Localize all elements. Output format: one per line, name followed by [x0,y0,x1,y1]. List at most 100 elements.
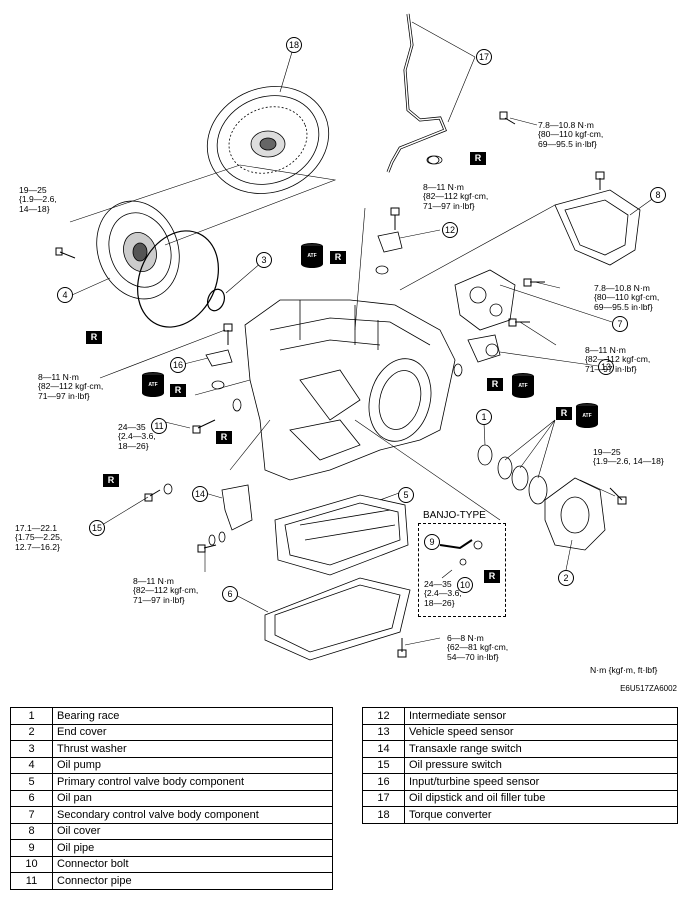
exploded-view-diagram [55,13,656,661]
image-code: E6U517ZA6002 [620,684,677,693]
replace-mark: R [86,331,102,344]
part-name: Connector bolt [52,855,333,873]
part-name: Torque converter [404,806,678,824]
replace-mark: R [470,152,486,165]
torque-spec-turbine-sensor: 8—11 N·m {82—112 kgf·cm, 71—97 in·lbf} [38,372,104,401]
oil-cover-drawing [554,189,641,266]
part-number: 12 [362,707,405,725]
callout-18: 18 [286,37,302,53]
part-name: Oil pan [52,789,333,807]
torque-spec-oil-pump: 19—25 {1.9—2.6, 14—18} [19,185,57,214]
part-number: 18 [362,806,405,824]
part-name: Connector pipe [52,872,333,890]
torque-spec-secondary-valve-body: 7.8—10.8 N·m {80—110 kgf·cm, 69—95.5 in·… [594,283,660,312]
part-number: 14 [362,740,405,758]
oil-pump-drawing [96,200,180,300]
part-name: Oil dipstick and oil filler tube [404,789,678,807]
part-name: Bearing race [52,707,333,725]
torque-spec-vehicle-speed-sensor: 8—11 N·m {82—112 kgf·cm, 71—97 in·lbf} [585,345,651,374]
part-name: Transaxle range switch [404,740,678,758]
part-number: 1 [10,707,53,725]
part-number: 10 [10,855,53,873]
callout-6: 6 [222,586,238,602]
torque-spec-end-cover: 19—25 {1.9—2.6, 14—18} [593,447,664,467]
primary-valve-body-drawing [274,494,409,576]
callout-7: 7 [612,316,628,332]
part-name: Input/turbine speed sensor [404,773,678,791]
part-number: 13 [362,723,405,741]
atf-fluid-icon: ATF [512,373,534,399]
replace-mark: R [330,251,346,264]
part-name: Thrust washer [52,740,333,758]
callout-11: 11 [151,418,167,434]
callout-5: 5 [398,487,414,503]
part-number: 4 [10,756,53,774]
part-number: 9 [10,839,53,857]
part-name: Intermediate sensor [404,707,678,725]
callout-15: 15 [89,520,105,536]
torque-spec-oil-pan: 6—8 N·m {62—81 kgf·cm, 54—70 in·lbf} [447,633,509,662]
units-note: N·m {kgf·m, ft·lbf} [590,665,658,675]
atf-fluid-icon: ATF [301,243,323,269]
callout-13: 13 [598,359,614,375]
torque-spec-range-switch: 8—11 N·m {82—112 kgf·cm, 71—97 in·lbf} [133,576,199,605]
torque-spec-intermediate-sensor: 8—11 N·m {82—112 kgf·cm, 71—97 in·lbf} [423,182,489,211]
part-name: Oil cover [52,822,333,840]
torque-spec-connector-bolt: 24—35 {2.4—3.6, 18—26} [424,579,462,608]
part-number: 2 [10,723,53,741]
replace-mark: R [484,570,500,583]
banjo-type-box [418,523,506,617]
callout-1: 1 [476,409,492,425]
replace-mark: R [556,407,572,420]
part-number: 17 [362,789,405,807]
part-number: 11 [10,872,53,890]
callout-17: 17 [476,49,492,65]
part-name: Oil pressure switch [404,756,678,774]
callout-16: 16 [170,357,186,373]
callout-4: 4 [57,287,73,303]
part-number: 8 [10,822,53,840]
part-name: End cover [52,723,333,741]
callout-14: 14 [192,486,208,502]
part-number: 7 [10,806,53,824]
atf-fluid-icon: ATF [576,403,598,429]
part-number: 3 [10,740,53,758]
transaxle-case-drawing [244,299,456,481]
oil-pan-drawing [264,577,411,661]
banjo-type-title: BANJO-TYPE [423,510,486,521]
part-number: 16 [362,773,405,791]
callout-12: 12 [442,222,458,238]
replace-mark: R [103,474,119,487]
callout-10: 10 [457,577,473,593]
atf-fluid-icon: ATF [142,372,164,398]
torque-spec-dipstick-bolt: 7.8—10.8 N·m {80—110 kgf·cm, 69—95.5 in·… [538,120,604,149]
callout-9: 9 [424,534,440,550]
part-name: Oil pipe [52,839,333,857]
part-number: 6 [10,789,53,807]
torque-spec-oil-pressure-switch: 17.1—22.1 {1.75—2.25, 12.7—16.2} [15,523,63,552]
part-name: Secondary control valve body component [52,806,333,824]
torque-spec-connector-pipe: 24—35 {2.4—3.6, 18—26} [118,422,156,451]
replace-mark: R [170,384,186,397]
replace-mark: R [216,431,232,444]
part-name: Vehicle speed sensor [404,723,678,741]
